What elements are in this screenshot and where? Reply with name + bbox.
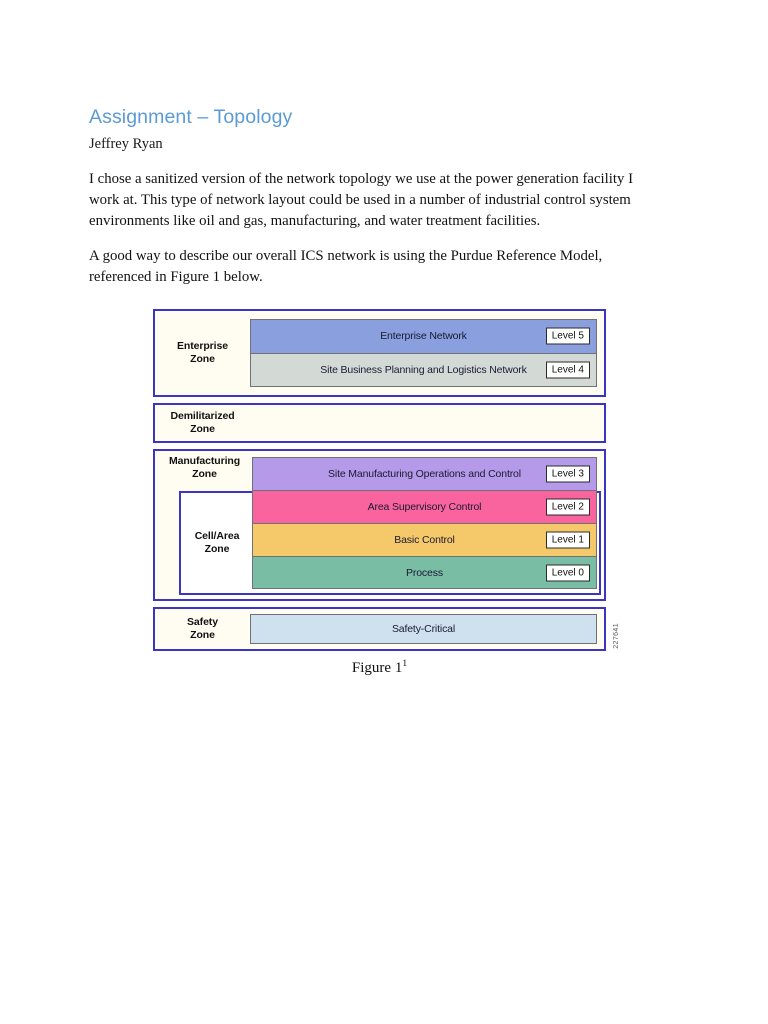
body-paragraph-1: I chose a sanitized version of the netwo… — [89, 171, 634, 230]
band-level-5: Enterprise Network Level 5 — [250, 319, 597, 353]
level-badge-4: Level 4 — [545, 361, 590, 379]
zone-manufacturing-label-line2: Zone — [192, 467, 217, 480]
zone-enterprise-label-line1: Enterprise — [177, 340, 228, 353]
level-badge-0: Level 0 — [545, 564, 590, 581]
zone-demilitarized-label-line2: Zone — [190, 423, 215, 435]
zone-safety: Safety Zone Safety-Critical — [153, 607, 606, 651]
document-content: Assignment – Topology Jeffrey Ryan I cho… — [89, 105, 654, 302]
zone-demilitarized: Demilitarized Zone — [153, 403, 606, 443]
figure-caption-text: Figure 1 — [351, 660, 403, 676]
level-badge-2: Level 2 — [545, 498, 590, 516]
figure-1: Enterprise Zone Enterprise Network Level… — [153, 309, 620, 677]
zone-manufacturing-label-line1: Manufacturing — [168, 455, 241, 467]
zone-demilitarized-label-line1: Demilitarized — [170, 410, 235, 423]
level-badge-3: Level 3 — [545, 465, 590, 483]
band-level-4-label: Site Business Planning and Logistics Net… — [320, 363, 527, 376]
zone-cell-area-label-line2: Zone — [204, 543, 230, 555]
zone-manufacturing-bands: Site Manufacturing Operations and Contro… — [252, 457, 597, 589]
zone-enterprise-body: Enterprise Network Level 5 Site Business… — [250, 311, 604, 395]
zone-safety-label-line2: Zone — [190, 629, 215, 641]
band-level-3: Site Manufacturing Operations and Contro… — [252, 457, 597, 490]
band-level-5-label: Enterprise Network — [380, 330, 467, 343]
figure-caption-footnote: 1 — [402, 659, 408, 669]
level-badge-1: Level 1 — [545, 531, 590, 549]
band-level-0: Process Level 0 — [252, 556, 597, 589]
band-level-2: Area Supervisory Control Level 2 — [252, 490, 597, 523]
zone-manufacturing-inner: Manufacturing Zone Cell/Area Zone Site M… — [155, 451, 604, 599]
page-title: Assignment – Topology — [89, 106, 293, 128]
purdue-reference-model-diagram: Enterprise Zone Enterprise Network Level… — [153, 309, 620, 651]
figure-watermark: 227641 — [613, 623, 620, 649]
band-level-4: Site Business Planning and Logistics Net… — [250, 352, 597, 387]
zone-manufacturing: Manufacturing Zone Cell/Area Zone Site M… — [153, 449, 606, 601]
zone-demilitarized-body — [250, 405, 604, 441]
author-byline: Jeffrey Ryan — [89, 136, 163, 153]
band-level-1-label: Basic Control — [394, 534, 455, 546]
zone-cell-area-label-line1: Cell/Area — [194, 530, 240, 543]
figure-caption: Figure 11 — [153, 659, 606, 677]
band-safety-critical-label: Safety-Critical — [391, 623, 456, 635]
band-level-3-label: Site Manufacturing Operations and Contro… — [328, 468, 521, 480]
zone-enterprise-label-line2: Zone — [190, 353, 215, 365]
zone-enterprise-label: Enterprise Zone — [155, 311, 250, 395]
band-level-0-label: Process — [406, 566, 443, 579]
level-badge-5: Level 5 — [545, 327, 590, 345]
zone-safety-label-line1: Safety — [187, 616, 218, 629]
zone-manufacturing-label: Manufacturing Zone — [157, 455, 252, 481]
zone-enterprise: Enterprise Zone Enterprise Network Level… — [153, 309, 606, 397]
zone-safety-label: Safety Zone — [155, 609, 250, 649]
band-level-2-label: Area Supervisory Control — [367, 501, 482, 513]
zone-demilitarized-label: Demilitarized Zone — [155, 405, 250, 441]
zone-cell-area-label: Cell/Area Zone — [181, 530, 253, 556]
zone-safety-body: Safety-Critical — [250, 609, 604, 649]
band-level-1: Basic Control Level 1 — [252, 523, 597, 556]
band-safety-critical: Safety-Critical — [250, 614, 597, 644]
body-paragraph-2: A good way to describe our overall ICS n… — [89, 248, 603, 286]
